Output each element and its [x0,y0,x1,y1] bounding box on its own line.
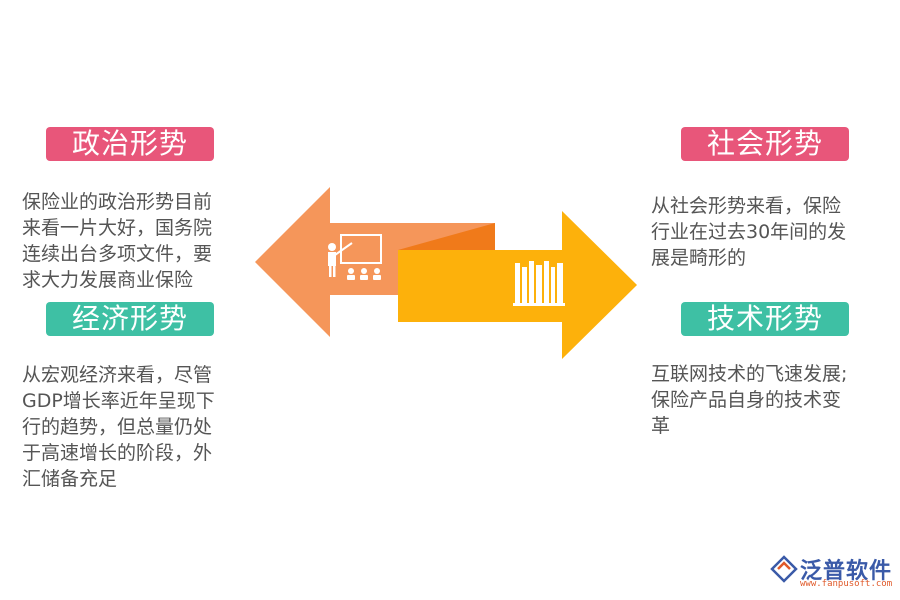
economy-line: 从宏观经济来看，尽管 [22,364,213,386]
economy-line: 于高速增长的阶段，外 [22,442,213,464]
technology-text: 互联网技术的飞速发展; 保险产品自身的技术变 革 [651,361,891,439]
society-line: 行业在过去30年间的发 [651,221,847,243]
politics-line: 来看一片大好，国务院 [22,217,213,239]
technology-title: 技术形势 [681,302,849,336]
society-title: 社会形势 [681,127,849,161]
books-icon [513,261,565,306]
logo-url: www.fanpusoft.com [800,579,893,589]
technology-line: 保险产品自身的技术变 [651,389,842,411]
politics-title: 政治形势 [46,127,214,161]
economy-line: 行的趋势，但总量仍处 [22,416,213,438]
logo-name: 泛普软件 [800,559,893,584]
arrow-fold [398,223,495,253]
double-arrow-graphic [255,187,637,359]
society-line: 从社会形势来看，保险 [651,195,842,217]
technology-line: 互联网技术的飞速发展; [651,363,848,385]
economy-text: 从宏观经济来看，尽管 GDP增长率近年呈现下 行的趋势，但总量仍处 于高速增长的… [22,362,248,492]
politics-line: 保险业的政治形势目前 [22,191,213,213]
society-text: 从社会形势来看，保险 行业在过去30年间的发 展是畸形的 [651,193,891,271]
teacher-presentation-icon [328,234,382,280]
economy-line: GDP增长率近年呈现下 [22,390,215,412]
fanpu-logo-icon [770,555,798,583]
fanpu-logo: 泛普软件 www.fanpusoft.com [770,551,895,591]
politics-text: 保险业的政治形势目前 来看一片大好，国务院 连续出台多项文件，要 求大力发展商业… [22,189,248,293]
technology-line: 革 [651,415,671,437]
economy-title: 经济形势 [46,302,214,336]
economy-line: 汇储备充足 [22,468,118,490]
society-line: 展是畸形的 [651,247,747,269]
politics-line: 连续出台多项文件，要 [22,243,213,265]
politics-line: 求大力发展商业保险 [22,269,194,291]
